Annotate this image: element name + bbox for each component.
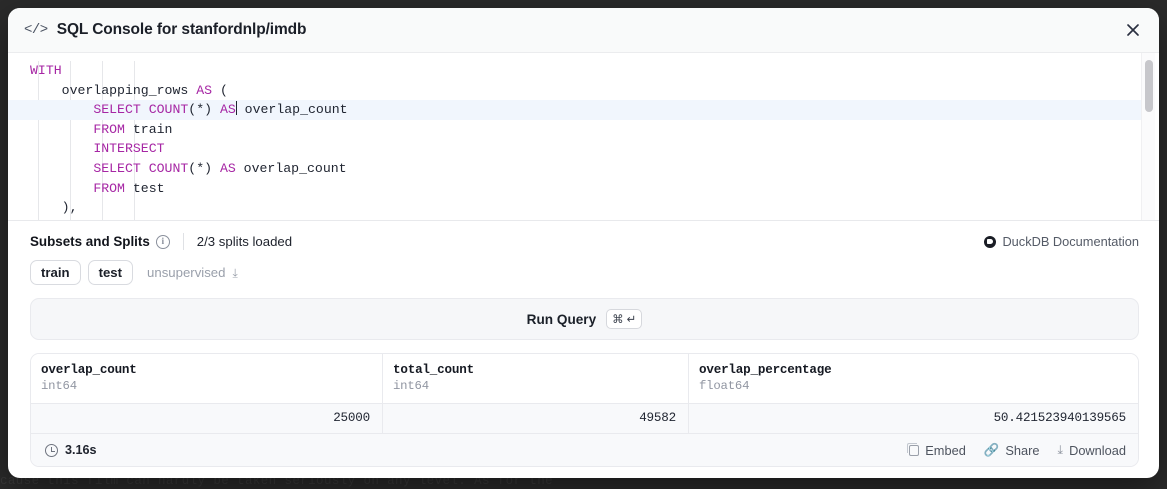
split-chips: train test unsupervised ⤓ [8,250,1159,285]
sql-console-modal: </> SQL Console for stanfordnlp/imdb WIT… [8,8,1159,478]
sql-text: ( [212,82,228,98]
sql-text [30,141,93,156]
subsets-and-splits-bar: Subsets and Splits i 2/3 splits loaded D… [8,221,1159,250]
subsets-label: Subsets and Splits [30,234,150,249]
sql-text: ), [30,200,78,216]
text-caret [235,101,237,116]
run-query-label: Run Query [526,311,597,327]
link-icon: 🔗 [983,442,1000,457]
sql-keyword: FROM [93,121,125,137]
run-query-button[interactable]: Run Query ⌘ ↵ [30,298,1139,340]
share-label: Share [1005,442,1040,458]
sql-text [30,102,93,117]
sql-keyword: SELECT COUNT [93,160,189,176]
sql-keyword: FROM [93,180,125,196]
embed-button[interactable]: Embed [906,442,966,458]
query-duration: 3.16s [41,443,97,457]
modal-header: </> SQL Console for stanfordnlp/imdb [8,8,1159,53]
sql-text: (*) [188,160,220,176]
duckdb-icon [984,235,997,248]
column-type: int64 [393,379,429,393]
column-name: total_count [393,363,474,377]
query-duration-label: 3.16s [65,443,97,457]
duckdb-documentation-label: DuckDB Documentation [1002,234,1139,249]
sql-editor[interactable]: WITH overlapping_rows AS ( SELECT COUNT(… [8,53,1159,221]
sql-text: test [124,180,165,196]
sql-text [30,181,93,196]
split-chip-label: test [98,265,123,280]
sql-keyword: INTERSECT [93,141,165,157]
download-icon[interactable]: ⤓ [232,265,238,280]
download-button[interactable]: ⤓ Download [1058,443,1126,458]
sql-text: overlap_count [235,160,347,176]
sql-text: overlap_count [236,102,348,118]
sql-text [30,122,93,137]
clock-icon [45,443,58,457]
split-chip-train[interactable]: train [30,260,81,285]
sql-text: train [124,121,173,137]
column-header[interactable]: overlap_count int64 [31,354,383,403]
split-chip-label: train [41,265,70,280]
code-line[interactable]: overlapping_rows AS ( [8,81,1141,101]
split-chip-test[interactable]: test [87,260,134,285]
sql-text [30,161,93,176]
column-name: overlap_percentage [699,363,832,377]
splits-loaded-status: 2/3 splits loaded [196,234,293,249]
enter-key-glyph: ↵ [626,314,637,326]
column-header[interactable]: total_count int64 [383,354,689,403]
cmd-key-glyph: ⌘ [612,314,624,326]
page-backdrop-top [0,0,1167,8]
sql-keyword: WITH [30,63,62,78]
split-chip-label: unsupervised [147,265,226,280]
column-header[interactable]: overlap_percentage float64 [689,354,1138,403]
sql-keyword: AS [219,102,236,118]
embed-label: Embed [925,442,966,458]
sql-keyword: SELECT COUNT [93,102,189,118]
close-icon[interactable] [1119,16,1147,44]
sql-editor-content[interactable]: WITH overlapping_rows AS ( SELECT COUNT(… [8,53,1141,220]
code-line[interactable]: ), [8,198,1141,218]
sql-text: (*) [188,102,220,118]
table-cell: 25000 [31,404,383,433]
table-cell: 49582 [383,404,689,433]
download-icon: ⤓ [1057,442,1064,457]
download-label: Download [1069,442,1126,458]
copy-icon [906,442,920,456]
run-query-shortcut: ⌘ ↵ [606,309,643,329]
code-tag-icon: </> [24,22,48,38]
code-line[interactable]: INTERSECT [8,139,1141,159]
editor-scrollbar-thumb[interactable] [1145,60,1153,112]
code-line[interactable]: SELECT COUNT(*) AS overlap_count [8,100,1141,120]
code-line[interactable]: FROM test [8,179,1141,199]
sql-keyword: AS [196,82,213,98]
page-title: SQL Console for stanfordnlp/imdb [56,21,307,38]
code-line[interactable]: WITH [8,61,1141,81]
table-cell: 50.421523940139565 [993,411,1127,425]
info-icon[interactable]: i [155,234,170,249]
column-name: overlap_count [41,363,137,377]
split-chip-unsupervised[interactable]: unsupervised ⤓ [140,260,249,285]
sql-keyword: AS [219,160,236,176]
duckdb-documentation-link[interactable]: DuckDB Documentation [984,234,1139,249]
column-type: int64 [41,379,77,393]
results-footer: 3.16s Embed 🔗 Share ⤓ Download [31,433,1138,466]
results-actions: Embed 🔗 Share ⤓ Download [906,442,1126,458]
sql-text: overlapping_rows [30,82,197,98]
editor-scrollbar[interactable] [1141,53,1155,220]
column-type: float64 [699,379,750,393]
share-button[interactable]: 🔗 Share [984,443,1040,458]
code-line[interactable]: SELECT COUNT(*) AS overlap_count [8,159,1141,179]
divider [182,233,184,250]
code-line[interactable]: FROM train [8,120,1141,140]
